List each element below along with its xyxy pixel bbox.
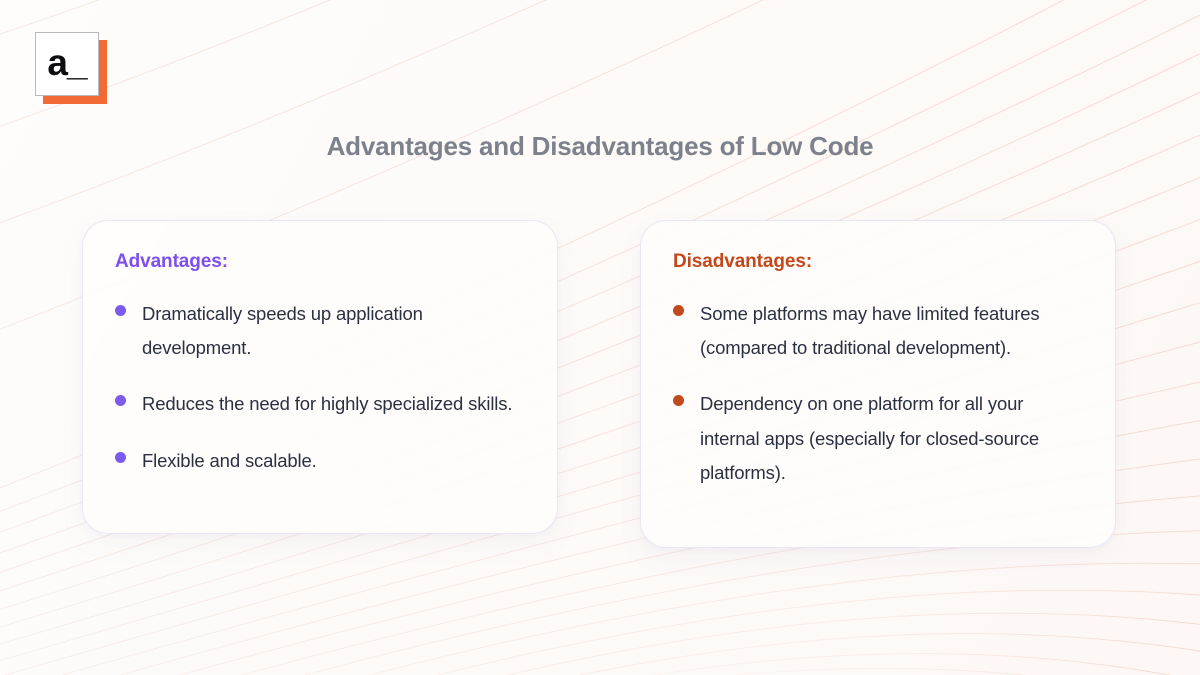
list-item-text: Dramatically speeds up application devel… (142, 303, 423, 359)
list-item: Reduces the need for highly specialized … (115, 387, 523, 421)
appsmith-logo: a_ (35, 32, 107, 104)
bullet-dot-icon (115, 451, 126, 463)
disadvantages-list: Some platforms may have limited features… (673, 297, 1081, 490)
list-item: Some platforms may have limited features… (673, 297, 1081, 365)
advantages-card: Advantages: Dramatically speeds up appli… (82, 220, 558, 534)
list-item: Dependency on one platform for all your … (673, 387, 1081, 490)
page-title: Advantages and Disadvantages of Low Code (326, 131, 874, 161)
bullet-dot-icon (115, 395, 126, 407)
list-item-text: Dependency on one platform for all your … (700, 393, 1040, 483)
advantages-heading: Advantages: (115, 251, 228, 272)
disadvantages-card: Disadvantages: Some platforms may have l… (640, 220, 1116, 548)
list-item-text: Some platforms may have limited features… (700, 303, 1040, 359)
disadvantages-heading: Disadvantages: (673, 251, 813, 272)
bullet-dot-icon (115, 305, 126, 316)
logo-white-square: a_ (35, 32, 99, 96)
list-item-text: Flexible and scalable. (142, 449, 317, 471)
bullet-dot-icon (673, 305, 684, 316)
advantages-list: Dramatically speeds up application devel… (115, 297, 523, 478)
list-item: Dramatically speeds up application devel… (115, 297, 523, 365)
list-item-text: Reduces the need for highly specialized … (142, 393, 513, 415)
logo-wordmark: a_ (47, 41, 87, 83)
bullet-dot-icon (673, 395, 684, 407)
list-item: Flexible and scalable. (115, 444, 523, 478)
